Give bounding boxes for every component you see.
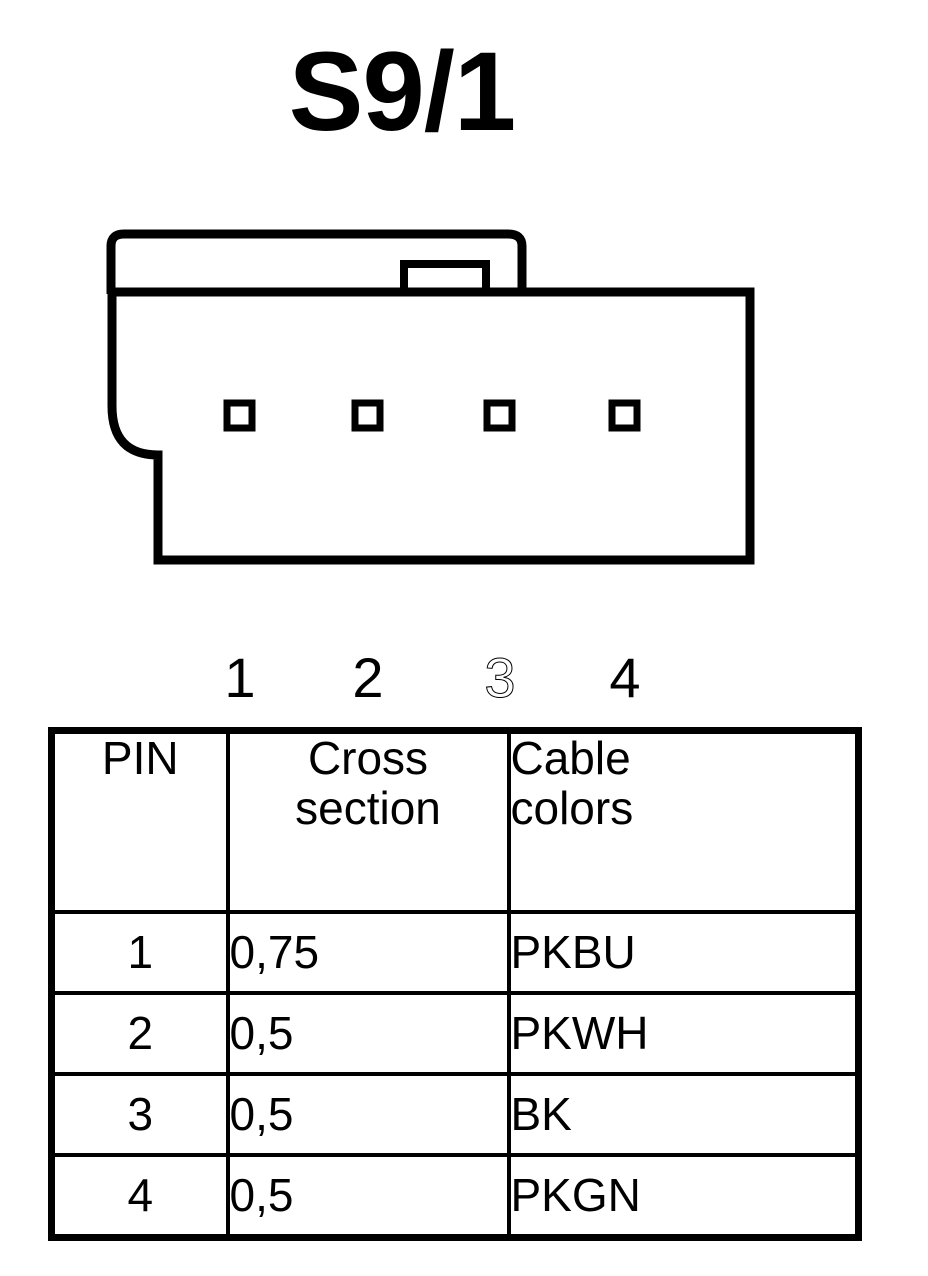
- cell-cable-colors: PKBU: [506, 910, 861, 995]
- cell-cable-colors: PKWH: [506, 991, 861, 1076]
- header-cable-colors-line2: colors: [510, 781, 634, 834]
- cell-pin: 3: [49, 1072, 230, 1157]
- header-cable-colors: Cable colors: [506, 728, 861, 914]
- connector-outline-svg: [106, 229, 755, 565]
- cell-cross-section: 0,5: [225, 1072, 511, 1157]
- connector-latch-arch: [106, 229, 527, 294]
- table-header-row: PIN Cross section Cable colors: [49, 728, 861, 914]
- cell-cable-colors: BK: [506, 1072, 861, 1157]
- cell-cross-section: 0,75: [225, 910, 511, 995]
- connector-diagram: 1 2 3 4: [0, 210, 928, 706]
- pin-number-3: 3: [484, 646, 516, 709]
- cell-pin: 4: [49, 1153, 230, 1240]
- page-title: S9/1: [288, 29, 516, 154]
- table-row: 1 0,75 PKBU: [49, 910, 861, 995]
- cell-pin: 1: [49, 910, 230, 995]
- pin-cavity-1: [223, 399, 256, 432]
- cell-cross-section: 0,5: [225, 991, 511, 1076]
- pin-cavity-4: [608, 399, 641, 432]
- pin-assignment-table: PIN Cross section Cable colors 1 0,75 PK…: [48, 727, 862, 1241]
- connector-body: [107, 287, 755, 565]
- pin-number-1: 1: [224, 646, 256, 709]
- cell-cable-colors: PKGN: [506, 1153, 861, 1240]
- pin-cavity-2: [351, 399, 384, 432]
- pin-cavity-3: [483, 399, 516, 432]
- header-cross-section-line2: section: [295, 781, 441, 834]
- table-row: 4 0,5 PKGN: [49, 1153, 861, 1240]
- pin-number-2: 2: [352, 646, 384, 709]
- cell-cross-section: 0,5: [225, 1153, 511, 1240]
- table-row: 3 0,5 BK: [49, 1072, 861, 1157]
- header-cable-colors-line1: Cable: [510, 732, 631, 784]
- cell-pin: 2: [49, 991, 230, 1076]
- pin-number-4: 4: [609, 646, 641, 709]
- header-pin-text: PIN: [101, 732, 179, 784]
- header-cross-section-line1: Cross: [307, 732, 429, 784]
- header-pin: PIN: [49, 728, 230, 914]
- header-cross-section: Cross section: [225, 728, 511, 914]
- connector-latch-notch: [400, 260, 490, 292]
- table-row: 2 0,5 PKWH: [49, 991, 861, 1076]
